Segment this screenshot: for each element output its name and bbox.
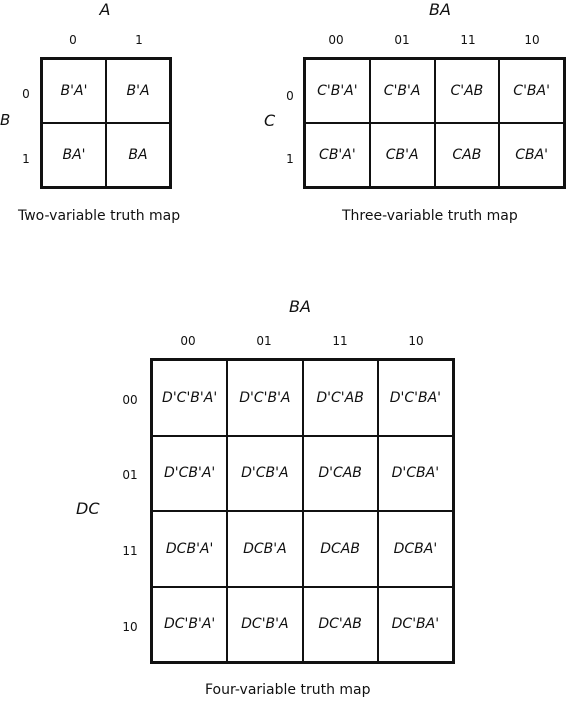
three-var-col-variable: BA [429,0,451,19]
two-var-row-header-0: 0 [22,87,30,101]
map-cell: D'C'BA' [377,360,453,436]
four-var-truth-map: D'C'B'A' D'C'B'A D'C'AB D'C'BA' D'CB'A' … [150,358,455,664]
map-cell: B'A' [42,59,106,123]
four-var-col-header-0: 00 [180,334,196,348]
map-cell: BA [106,123,170,187]
four-var-col-variable: BA [289,297,311,316]
map-cell: C'BA' [499,59,564,123]
four-var-col-header-1: 01 [256,334,272,348]
three-var-row-header-0: 0 [286,89,294,103]
two-var-truth-map: B'A' B'A BA' BA [40,57,172,189]
map-cell: DC'AB [302,586,378,662]
two-var-col-header-1: 1 [135,33,143,47]
map-cell: DCB'A' [152,511,228,587]
map-cell: CAB [434,123,500,187]
four-var-row-header-3: 10 [122,620,138,634]
four-var-row-header-1: 01 [122,468,138,482]
two-var-col-variable: A [99,0,111,19]
four-var-col-header-2: 11 [332,334,348,348]
three-var-col-header-3: 10 [524,33,540,47]
map-cell: DC'B'A' [152,586,228,662]
map-cell: DCB'A [227,511,303,587]
map-cell: BA' [42,123,106,187]
map-cell: C'B'A [369,59,435,123]
two-var-row-header-1: 1 [22,152,30,166]
map-cell: B'A [106,59,170,123]
three-var-truth-map: C'B'A' C'B'A C'AB C'BA' CB'A' CB'A CAB C… [303,57,566,189]
map-cell: CB'A' [305,123,370,187]
map-cell: C'B'A' [305,59,370,123]
two-var-row-variable: B [0,111,11,129]
three-var-col-header-1: 01 [394,33,410,47]
map-cell: CBA' [499,123,564,187]
map-cell: DCAB [302,511,378,587]
map-cell: D'CAB [302,435,378,511]
map-cell: D'C'B'A [227,360,303,436]
two-var-caption: Two-variable truth map [18,208,181,224]
three-var-caption: Three-variable truth map [342,208,518,224]
four-var-row-header-0: 00 [122,393,138,407]
map-cell: D'CBA' [377,435,453,511]
map-cell: D'C'B'A' [152,360,228,436]
three-var-row-variable: C [264,111,276,130]
four-var-caption: Four-variable truth map [205,682,371,698]
map-cell: DC'BA' [377,586,453,662]
map-cell: DCBA' [377,511,453,587]
four-var-row-header-2: 11 [122,544,138,558]
map-cell: C'AB [434,59,500,123]
two-var-col-header-0: 0 [69,33,77,47]
map-cell: D'CB'A' [152,435,228,511]
three-var-row-header-1: 1 [286,152,294,166]
four-var-col-header-3: 10 [408,334,424,348]
three-var-col-header-0: 00 [328,33,344,47]
map-cell: D'CB'A [227,435,303,511]
three-var-col-header-2: 11 [460,33,476,47]
map-cell: D'C'AB [302,360,378,436]
map-cell: CB'A [369,123,435,187]
map-cell: DC'B'A [227,586,303,662]
four-var-row-variable: DC [76,499,100,518]
